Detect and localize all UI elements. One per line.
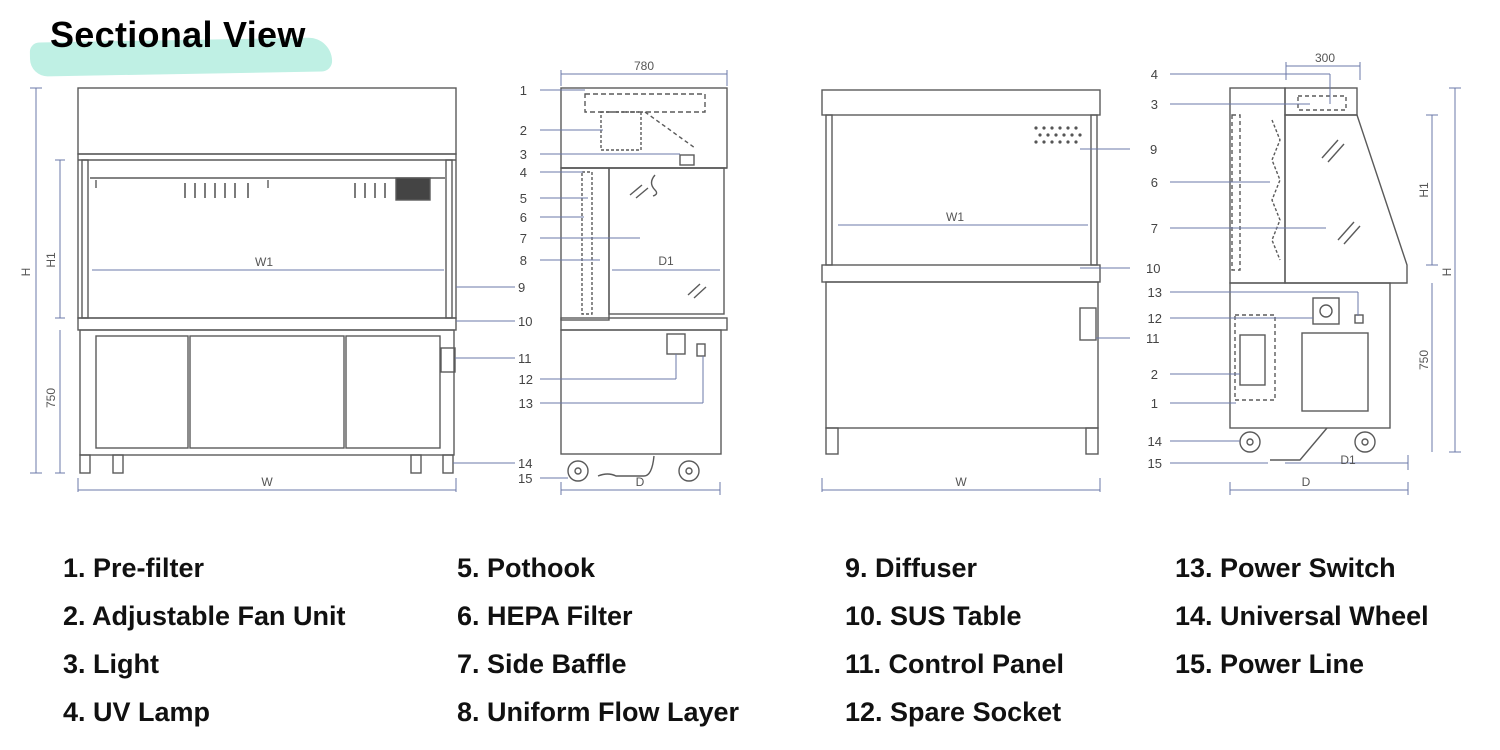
side-table-view [1229,87,1408,461]
dimension-lines [30,62,1461,495]
dim-300: 300 [1315,51,1335,65]
legend-item: 13. Power Switch [1175,553,1396,583]
legend-column-4: 13. Power Switch 14. Universal Wheel 15.… [1175,548,1429,692]
legend-item: 1. Pre-filter [63,553,205,583]
dim-d-side: D [636,475,645,489]
callout-2-side: 2 [520,123,527,138]
callout-13-stable: 13 [1148,285,1162,300]
callout-15-stable: 15 [1148,456,1162,471]
dim-h-front: H [19,268,33,277]
dimension-labels: H H1 750 W1 W 780 D1 D W1 W 300 H1 H 750… [19,51,1454,489]
callout-6-stable: 6 [1151,175,1158,190]
legend-item: 10. SUS Table [845,601,1022,631]
callout-3-stable: 3 [1151,97,1158,112]
callout-15-front: 15 [518,471,532,486]
callout-9-front: 9 [518,280,525,295]
legend-item: 9. Diffuser [845,553,978,583]
side-view [560,87,728,482]
callout-4-stable: 4 [1151,67,1158,82]
callout-8-side: 8 [520,253,527,268]
callout-14-front: 14 [518,456,532,471]
legend-item: 6. HEPA Filter [457,601,633,631]
page-title: Sectional View [50,14,306,55]
dim-w-table: W [955,475,967,489]
callout-2-stable: 2 [1151,367,1158,382]
callout-12-side: 12 [519,372,533,387]
callout-numbers: 9 10 11 14 15 1 2 3 4 5 6 7 8 12 13 9 10… [518,67,1162,486]
callout-4-side: 4 [520,165,527,180]
legend-item: 7. Side Baffle [457,649,627,679]
callout-14-stable: 14 [1148,434,1162,449]
dim-d1-side: D1 [658,254,674,268]
dim-h1-front: H1 [44,252,58,268]
front-view [77,87,457,474]
dim-d1-table: D1 [1340,453,1356,467]
callout-10-table: 10 [1146,261,1160,276]
callout-7-stable: 7 [1151,221,1158,236]
dim-750-front: 750 [44,388,58,408]
dim-750-table: 750 [1417,350,1431,370]
legend-item: 5. Pothook [457,553,596,583]
legend-item: 14. Universal Wheel [1175,601,1429,631]
sectional-drawing: H H1 750 W1 W 780 D1 D W1 W 300 H1 H 750… [19,51,1461,495]
dim-w-front: W [261,475,273,489]
callout-1-side: 1 [520,83,527,98]
callout-3-side: 3 [520,147,527,162]
title-block: Sectional View [29,14,335,77]
callout-11-table: 11 [1146,331,1160,346]
callout-9-table: 9 [1150,142,1157,157]
callout-6-side: 6 [520,210,527,225]
legend-column-3: 9. Diffuser 10. SUS Table 11. Control Pa… [845,548,1064,740]
legend-item: 3. Light [63,649,159,679]
callout-11-front: 11 [518,351,532,366]
callout-12-stable: 12 [1148,311,1162,326]
legend-item: 15. Power Line [1175,649,1365,679]
legend-item: 4. UV Lamp [63,697,211,727]
dim-h-table: H [1440,268,1454,277]
legend-column-1: 1. Pre-filter 2. Adjustable Fan Unit 3. … [63,548,346,740]
legend-item: 12. Spare Socket [845,697,1062,727]
legend-item: 8. Uniform Flow Layer [457,697,740,727]
callout-7-side: 7 [520,231,527,246]
legend-column-2: 5. Pothook 6. HEPA Filter 7. Side Baffle… [457,548,739,740]
legend-item: 2. Adjustable Fan Unit [63,601,346,631]
dim-d-table: D [1302,475,1311,489]
front-table-view [821,89,1101,455]
dim-w1-front: W1 [255,255,273,269]
dim-w1-table: W1 [946,210,964,224]
legend-item: 11. Control Panel [845,649,1065,679]
callout-5-side: 5 [520,191,527,206]
dim-h1-table: H1 [1417,182,1431,198]
diffuser-holes [1034,126,1082,144]
callout-10-front: 10 [518,314,532,329]
callout-1-stable: 1 [1151,396,1158,411]
dim-780: 780 [634,59,654,73]
callout-13-side: 13 [519,396,533,411]
